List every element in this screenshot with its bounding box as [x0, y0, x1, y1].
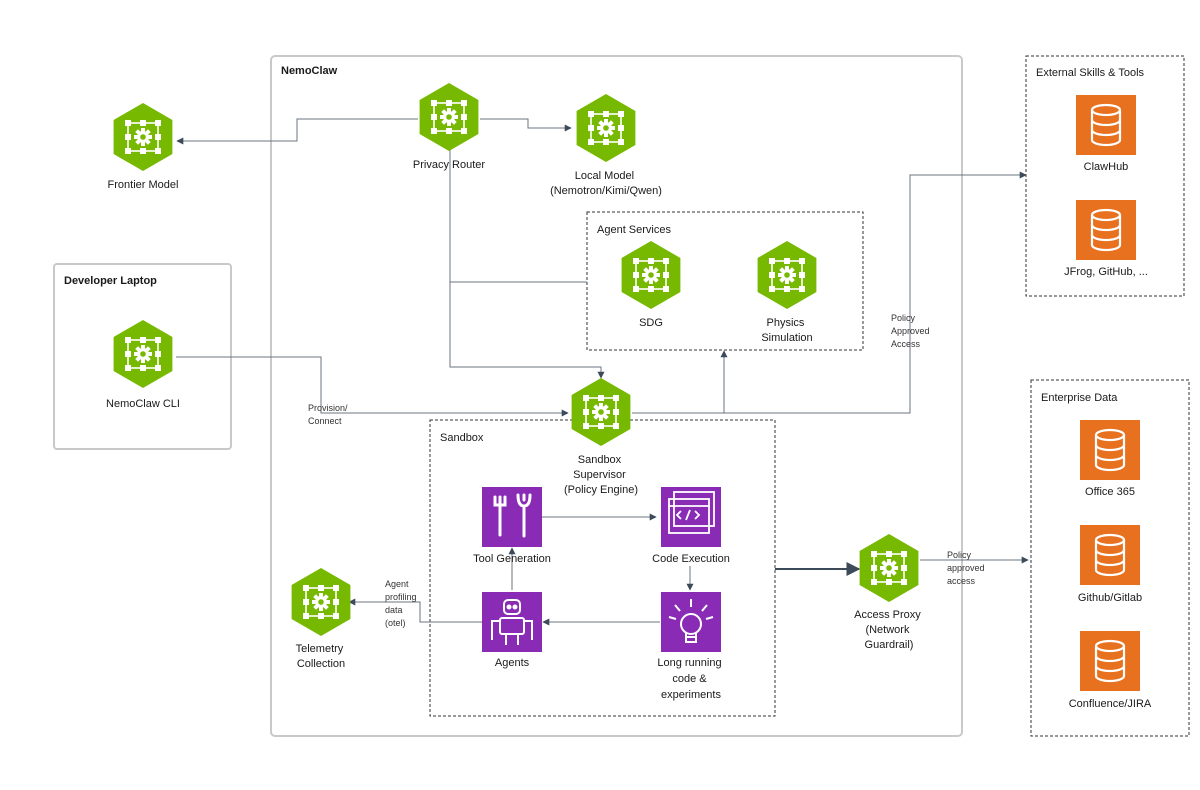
nemoclaw-container	[270, 55, 963, 737]
svg-text:Sandbox Supervisor: Sandbox Supervisor (Policy Engine)	[564, 454, 638, 496]
jfrog-node: JFrog, GitHub, ...	[1064, 198, 1148, 278]
svg-text:Long running code &: Long running code & experiments	[657, 657, 724, 701]
confluence-jira-node: Confluence/JIRA	[1069, 629, 1152, 710]
svg-text:SDG: SDG	[639, 317, 663, 329]
svg-text:Access Proxy (Network: Access Proxy (Network Guardrail)	[854, 609, 924, 651]
svg-text:JFrog, GitHub, ...: JFrog, GitHub, ...	[1064, 266, 1148, 278]
edge-supervisor-to-agent-services	[632, 350, 728, 414]
physics-simulation-node: Physics Simulation	[756, 240, 818, 344]
svg-text:Office 365: Office 365	[1085, 486, 1135, 498]
agent-services-title: Agent Services	[597, 224, 671, 236]
external-skills-title: External Skills & Tools	[1036, 67, 1145, 79]
gear-hexagon-icon	[290, 567, 352, 637]
database-icon	[1074, 93, 1138, 157]
svg-text:Confluence/JIRA: Confluence/JIRA	[1069, 698, 1152, 710]
svg-text:Local Model (Nemotron/Ki: Local Model (Nemotron/Kimi/Qwen)	[550, 170, 662, 197]
agents-node: Agents	[482, 592, 542, 669]
clawhub-node: ClawHub	[1074, 93, 1138, 173]
sdg-node: SDG	[620, 240, 682, 329]
svg-text:NemoClaw CLI: NemoClaw CLI	[106, 398, 180, 410]
robot-icon	[491, 599, 533, 645]
privacy-router-node: Privacy Router	[413, 82, 485, 171]
svg-text:Github/Gitlab: Github/Gitlab	[1078, 592, 1142, 604]
database-icon	[1078, 629, 1142, 693]
telemetry-collection-node: Telemetry Collection	[290, 567, 352, 670]
svg-text:Telemetry Collection: Telemetry Collection	[296, 643, 347, 670]
frontier-model-node: Frontier Model	[108, 102, 179, 191]
svg-text:Agents: Agents	[495, 657, 530, 669]
database-icon	[1078, 418, 1142, 482]
sandbox-title: Sandbox	[440, 432, 484, 444]
gear-hexagon-icon	[418, 82, 480, 152]
enterprise-data-title: Enterprise Data	[1041, 392, 1118, 404]
access-proxy-node: Access Proxy (Network Guardrail)	[854, 533, 924, 651]
svg-text:Code Execution: Code Execution	[652, 553, 730, 565]
gear-hexagon-icon	[756, 240, 818, 310]
lightbulb-icon	[668, 599, 714, 643]
agent-services-container	[586, 211, 864, 351]
edge-supervisor-to-external	[724, 171, 1027, 414]
sandbox-supervisor-node: Sandbox Supervisor (Policy Engine)	[564, 377, 638, 496]
edge-router-to-local	[480, 118, 572, 132]
tool-generation-node: Tool Generation	[473, 487, 551, 565]
edge-router-to-frontier	[176, 118, 418, 145]
gear-hexagon-icon	[112, 319, 174, 389]
developer-laptop-title: Developer Laptop	[64, 275, 157, 287]
database-icon	[1074, 198, 1138, 262]
svg-text:Privacy Router: Privacy Router	[413, 159, 485, 171]
local-model-node: Local Model (Nemotron/Kimi/Qwen)	[550, 93, 662, 197]
nemoclaw-title: NemoClaw	[281, 65, 338, 77]
edge-label-provision: Provision/ Connect	[308, 403, 350, 426]
edge-label-agent-profiling: Agent profiling data (otel)	[385, 579, 419, 628]
svg-text:Frontier Model: Frontier Model	[108, 179, 179, 191]
gear-hexagon-icon	[620, 240, 682, 310]
svg-text:Physics Simulation: Physics Simulation	[761, 317, 812, 344]
gear-hexagon-icon	[575, 93, 637, 163]
gear-hexagon-icon	[112, 102, 174, 172]
nemoclaw-cli-node: NemoClaw CLI	[106, 319, 180, 410]
database-icon	[1078, 523, 1142, 587]
edge-label-policy-approved-lower: Policy approved access	[947, 550, 987, 586]
svg-text:Tool Generation: Tool Generation	[473, 553, 551, 565]
edge-cli-to-supervisor	[176, 356, 569, 417]
office365-node: Office 365	[1078, 418, 1142, 498]
tools-icon	[493, 493, 532, 538]
gear-hexagon-icon	[858, 533, 920, 603]
enterprise-data-container	[1030, 379, 1190, 737]
code-window-icon	[668, 491, 715, 534]
svg-text:ClawHub: ClawHub	[1084, 161, 1129, 173]
edge-agents-to-telemetry	[348, 598, 482, 623]
gear-hexagon-icon	[570, 377, 632, 447]
edge-router-to-supervisor	[449, 282, 605, 379]
code-execution-node: Code Execution	[652, 487, 730, 565]
long-running-node: Long running code & experiments	[657, 592, 724, 701]
edge-label-policy-approved: Policy Approved Access	[891, 313, 932, 349]
github-gitlab-node: Github/Gitlab	[1078, 523, 1142, 604]
